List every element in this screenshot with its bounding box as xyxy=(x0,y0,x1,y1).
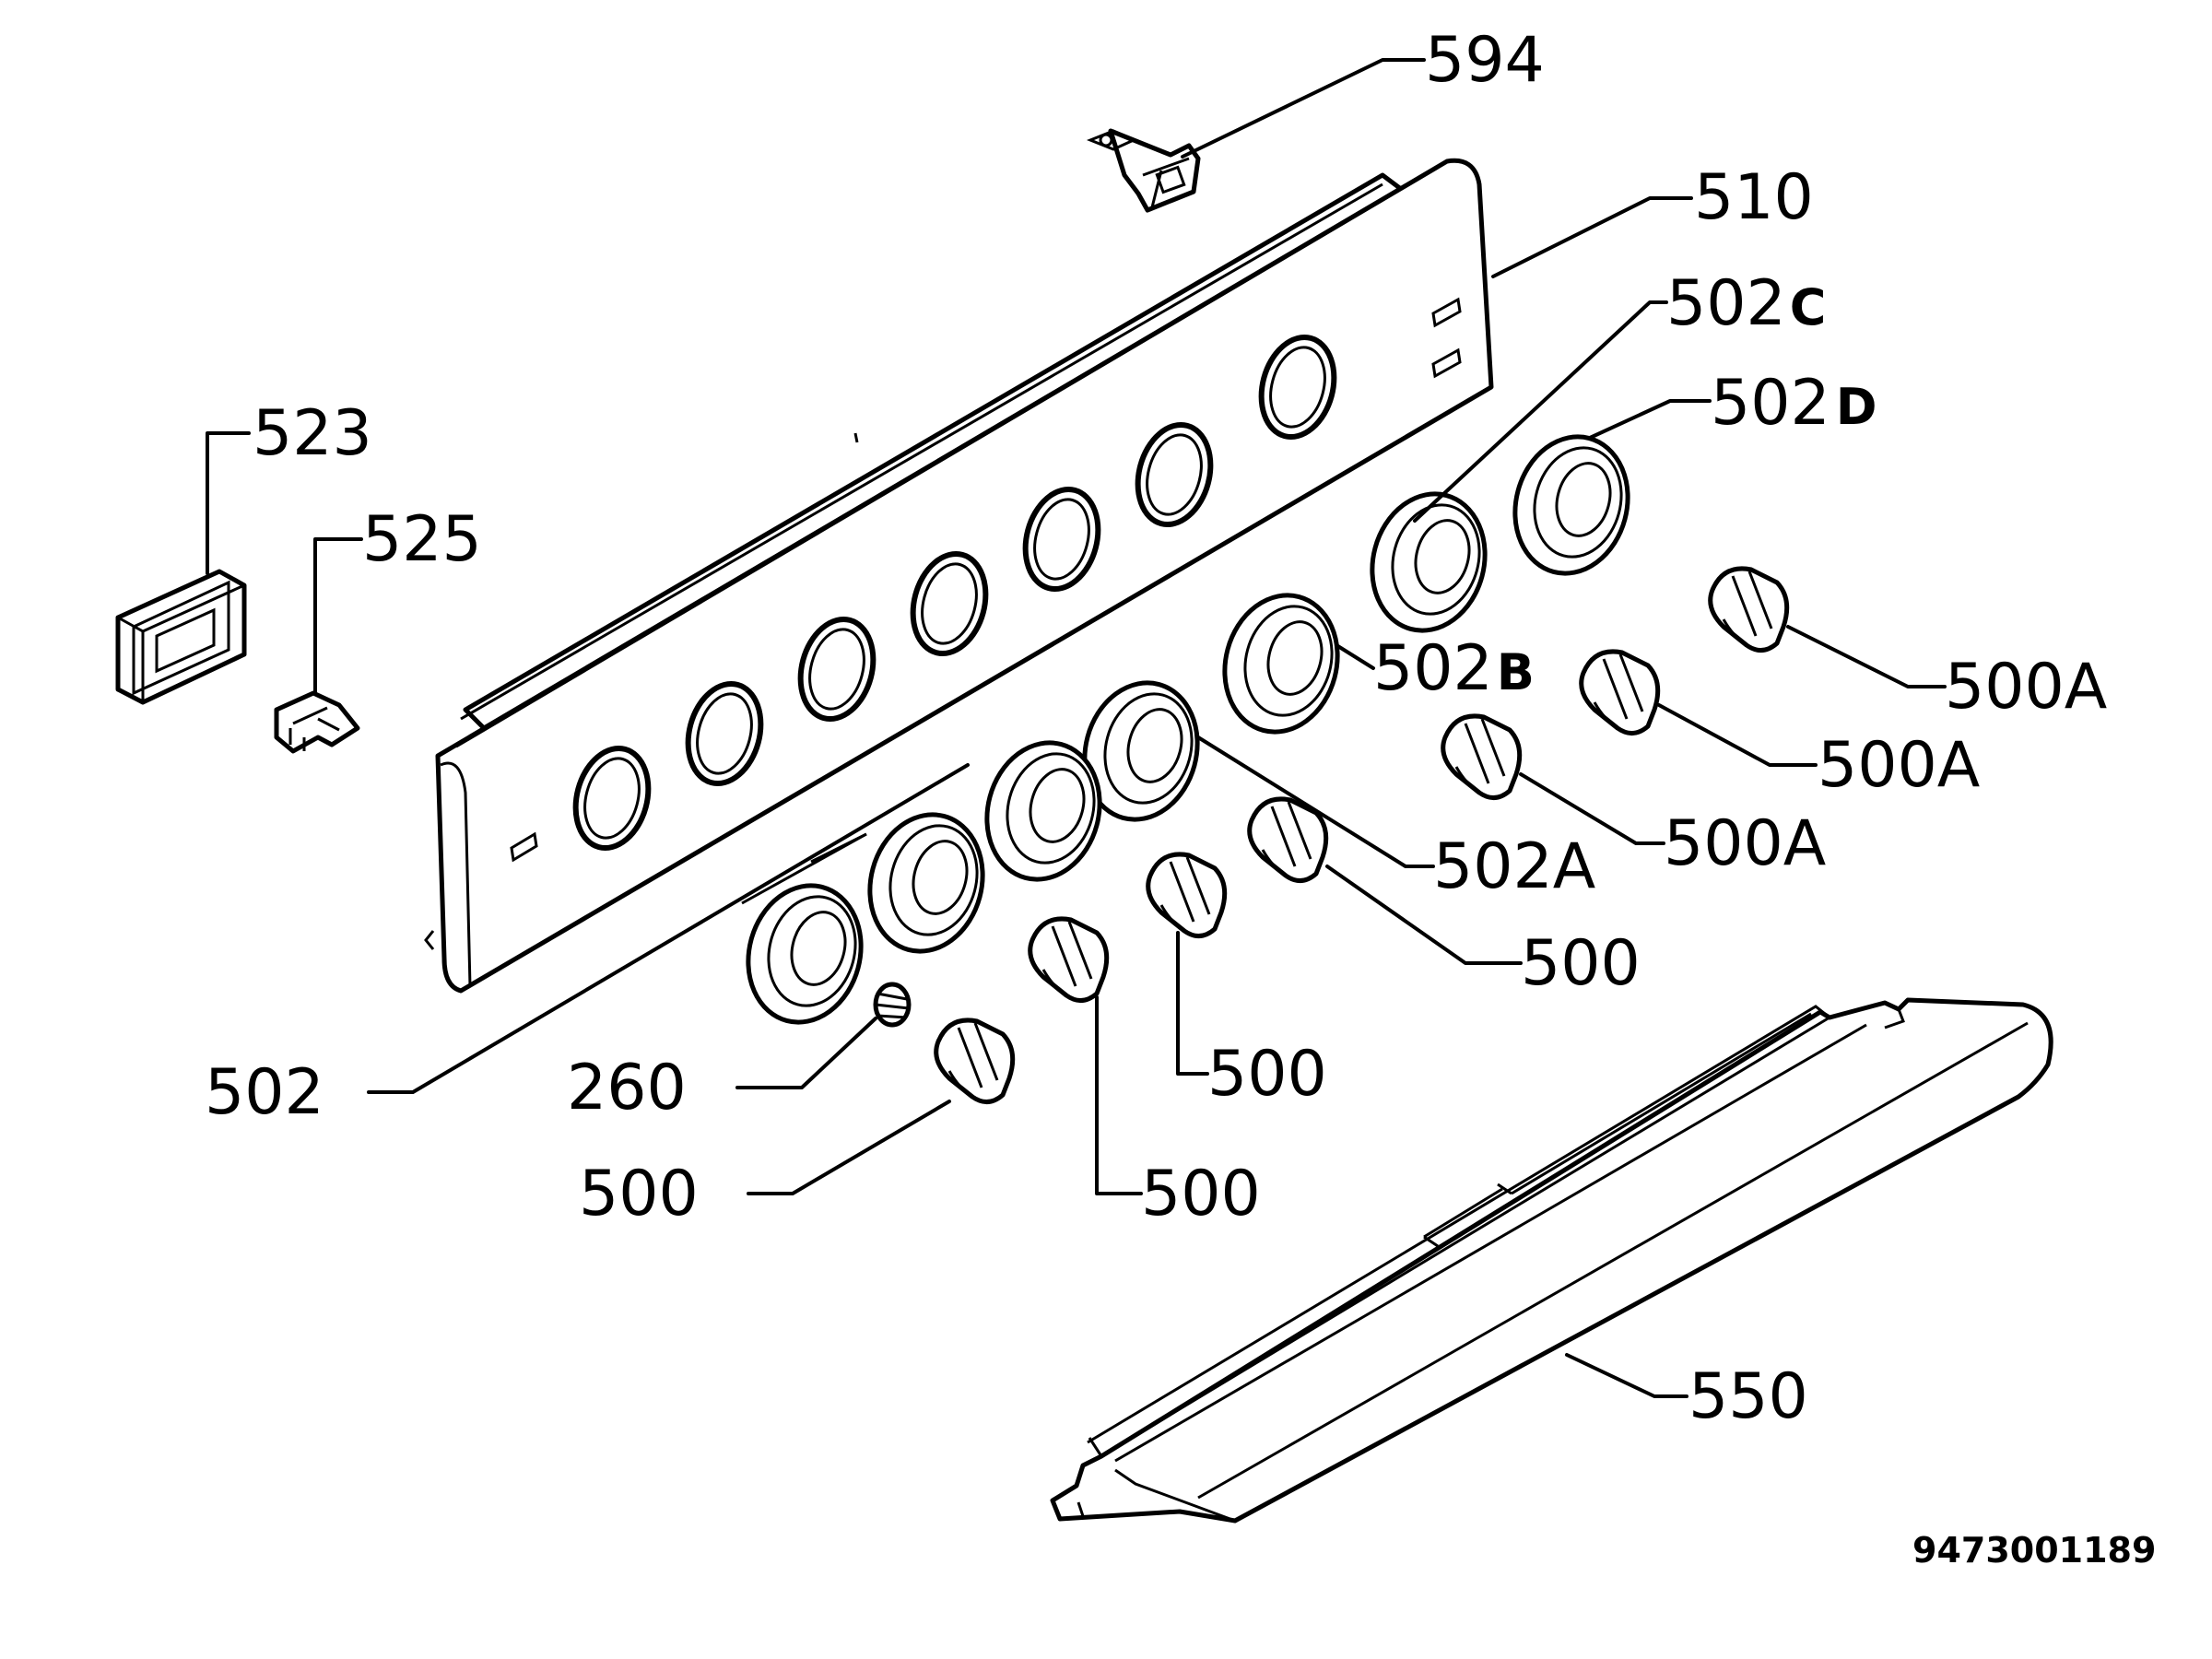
leader-502c xyxy=(1413,300,1668,523)
label-523: 523 xyxy=(253,397,372,470)
part-502b-bezel[interactable] xyxy=(1210,582,1353,745)
label-500-4: 500 xyxy=(579,1158,699,1230)
label-500-2: 500 xyxy=(1207,1038,1327,1111)
label-260: 260 xyxy=(567,1052,687,1124)
label-500-3: 500 xyxy=(1141,1158,1261,1230)
leader-500-2 xyxy=(1176,931,1209,1076)
leader-500a-2 xyxy=(1657,703,1818,767)
label-550: 550 xyxy=(1688,1360,1808,1433)
part-500-knob-2[interactable] xyxy=(1146,852,1228,938)
label-525: 525 xyxy=(362,503,482,576)
leader-502 xyxy=(367,763,970,1094)
leader-502b xyxy=(1335,643,1375,670)
label-594: 594 xyxy=(1425,24,1545,97)
leader-260 xyxy=(735,1017,877,1089)
part-502d-bezel[interactable] xyxy=(1500,424,1643,586)
leader-500-3 xyxy=(1095,995,1143,1195)
part-500a-knob-2[interactable] xyxy=(1579,649,1661,735)
part-500-knob-1[interactable] xyxy=(1247,796,1329,883)
part-500a-knob-3[interactable] xyxy=(1441,713,1523,800)
part-525-clip[interactable] xyxy=(274,690,360,754)
label-500a-2: 500A xyxy=(1818,729,1980,802)
leader-502a xyxy=(1196,735,1435,868)
part-502-bezel-3[interactable] xyxy=(734,873,877,1035)
leader-502-branch-2 xyxy=(810,832,867,864)
part-500a-knob-1[interactable] xyxy=(1708,566,1790,653)
label-502c: 502C xyxy=(1666,267,1826,340)
leader-523 xyxy=(206,431,251,575)
label-502a: 502A xyxy=(1433,830,1595,903)
label-502: 502 xyxy=(205,1056,324,1129)
leader-550 xyxy=(1565,1353,1688,1398)
part-260-spring[interactable] xyxy=(873,982,912,1028)
leader-525 xyxy=(313,537,363,695)
part-594-switch[interactable] xyxy=(1086,128,1201,213)
leader-500a-3 xyxy=(1519,772,1665,845)
leader-510 xyxy=(1491,196,1693,278)
part-510-control-panel[interactable] xyxy=(424,158,1494,994)
leader-502d xyxy=(1588,399,1712,440)
leader-594 xyxy=(1181,58,1426,159)
leader-500-1 xyxy=(1325,865,1523,965)
part-502-bezel-2[interactable] xyxy=(855,802,998,964)
label-502b: 502B xyxy=(1373,632,1535,705)
document-id: 9473001189 xyxy=(1912,1530,2156,1571)
label-500-1: 500 xyxy=(1521,927,1641,1000)
label-510: 510 xyxy=(1694,161,1814,234)
part-502-bezel-1[interactable] xyxy=(972,730,1115,892)
label-500a-1: 500A xyxy=(1945,651,2107,724)
part-523-bracket[interactable] xyxy=(115,569,247,705)
part-500-knob-4[interactable] xyxy=(934,1018,1016,1104)
label-500a-3: 500A xyxy=(1664,807,1826,880)
part-550-trim-strip[interactable] xyxy=(1050,997,2053,1524)
part-500-knob-3[interactable] xyxy=(1028,916,1110,1003)
part-502a-bezel[interactable] xyxy=(1070,670,1213,832)
leader-500-4 xyxy=(747,1100,951,1195)
leader-500a-1 xyxy=(1786,625,1947,688)
part-502c-bezel[interactable] xyxy=(1358,481,1500,643)
